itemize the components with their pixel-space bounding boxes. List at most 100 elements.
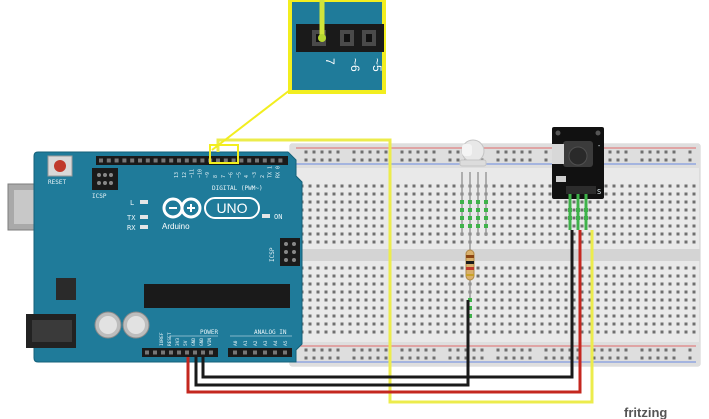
rail-hole bbox=[352, 356, 356, 360]
breadboard-hole bbox=[556, 266, 560, 270]
breadboard-hole bbox=[452, 306, 456, 310]
breadboard-hole bbox=[612, 274, 616, 278]
breadboard-hole bbox=[524, 208, 528, 212]
digital-pin-label: TX 1 bbox=[268, 166, 274, 178]
rail-hole bbox=[512, 150, 516, 154]
breadboard-hole bbox=[396, 330, 400, 334]
breadboard-hole bbox=[636, 232, 640, 236]
breadboard-hole bbox=[324, 322, 328, 326]
breadboard-hole bbox=[692, 298, 696, 302]
rail-hole bbox=[424, 356, 428, 360]
breadboard-hole bbox=[628, 322, 632, 326]
breadboard-hole bbox=[532, 282, 536, 286]
breadboard-hole bbox=[508, 322, 512, 326]
breadboard-hole bbox=[444, 224, 448, 228]
breadboard-hole bbox=[692, 192, 696, 196]
digital-header bbox=[96, 156, 288, 165]
breadboard-hole bbox=[684, 322, 688, 326]
breadboard-hole bbox=[308, 322, 312, 326]
rail-hole bbox=[664, 356, 668, 360]
breadboard-hole bbox=[676, 208, 680, 212]
breadboard-hole bbox=[324, 282, 328, 286]
breadboard-hole bbox=[340, 192, 344, 196]
breadboard-hole bbox=[548, 290, 552, 294]
breadboard-hole bbox=[620, 282, 624, 286]
breadboard-hole bbox=[676, 184, 680, 188]
breadboard-hole bbox=[356, 240, 360, 244]
breadboard-hole bbox=[564, 306, 568, 310]
breadboard-hole bbox=[532, 216, 536, 220]
connected-hole bbox=[460, 224, 464, 228]
breadboard-hole bbox=[332, 192, 336, 196]
header-pin bbox=[239, 158, 244, 163]
rail-hole bbox=[312, 158, 316, 162]
breadboard-hole bbox=[308, 216, 312, 220]
breadboard-hole bbox=[364, 184, 368, 188]
breadboard-hole bbox=[420, 306, 424, 310]
breadboard-hole bbox=[516, 274, 520, 278]
analog-pin-label: A3 bbox=[263, 340, 269, 346]
breadboard-hole bbox=[612, 184, 616, 188]
rail-hole bbox=[496, 158, 500, 162]
breadboard-hole bbox=[572, 224, 576, 228]
wire-black-ground bbox=[201, 230, 574, 379]
breadboard-hole bbox=[692, 314, 696, 318]
breadboard-hole bbox=[484, 266, 488, 270]
breadboard-hole bbox=[348, 298, 352, 302]
breadboard-hole bbox=[628, 290, 632, 294]
breadboard-hole bbox=[436, 232, 440, 236]
breadboard-hole bbox=[676, 274, 680, 278]
breadboard-hole bbox=[332, 322, 336, 326]
breadboard-hole bbox=[308, 184, 312, 188]
breadboard-hole bbox=[628, 314, 632, 318]
breadboard-hole bbox=[444, 208, 448, 212]
breadboard-hole bbox=[540, 274, 544, 278]
breadboard-hole bbox=[476, 298, 480, 302]
breadboard-hole bbox=[612, 282, 616, 286]
breadboard-hole bbox=[492, 208, 496, 212]
breadboard-hole bbox=[628, 184, 632, 188]
breadboard-hole bbox=[644, 232, 648, 236]
rail-hole bbox=[464, 356, 468, 360]
breadboard-hole bbox=[588, 330, 592, 334]
breadboard-hole bbox=[580, 240, 584, 244]
module-minus-label: - bbox=[597, 142, 601, 150]
breadboard-hole bbox=[572, 266, 576, 270]
breadboard-hole bbox=[644, 298, 648, 302]
breadboard-hole bbox=[644, 330, 648, 334]
breadboard-hole bbox=[596, 232, 600, 236]
breadboard-hole bbox=[580, 200, 584, 204]
breadboard-hole bbox=[556, 330, 560, 334]
digital-label: DIGITAL (PWM~) bbox=[212, 185, 263, 192]
breadboard-hole bbox=[668, 282, 672, 286]
breadboard-hole bbox=[524, 216, 528, 220]
breadboard-hole bbox=[620, 224, 624, 228]
breadboard-hole bbox=[468, 330, 472, 334]
breadboard-hole bbox=[524, 184, 528, 188]
breadboard-hole bbox=[620, 232, 624, 236]
breadboard-hole bbox=[620, 330, 624, 334]
breadboard-hole bbox=[340, 306, 344, 310]
breadboard-hole bbox=[676, 216, 680, 220]
breadboard-hole bbox=[668, 290, 672, 294]
breadboard-hole bbox=[556, 290, 560, 294]
header-pin bbox=[122, 158, 127, 163]
breadboard-hole bbox=[572, 216, 576, 220]
breadboard-hole bbox=[356, 298, 360, 302]
breadboard-hole bbox=[356, 232, 360, 236]
breadboard-hole bbox=[684, 208, 688, 212]
connected-hole bbox=[484, 208, 488, 212]
rail-hole bbox=[496, 150, 500, 154]
connected-hole bbox=[468, 208, 472, 212]
tx-led-label: TX bbox=[127, 214, 136, 222]
breadboard-hole bbox=[540, 232, 544, 236]
header-pin bbox=[169, 350, 173, 355]
breadboard-hole bbox=[308, 208, 312, 212]
breadboard-hole bbox=[348, 192, 352, 196]
breadboard-hole bbox=[452, 232, 456, 236]
resistor bbox=[465, 236, 475, 300]
breadboard-hole bbox=[460, 330, 464, 334]
breadboard-hole bbox=[524, 322, 528, 326]
rail-hole bbox=[648, 348, 652, 352]
breadboard-hole bbox=[652, 216, 656, 220]
